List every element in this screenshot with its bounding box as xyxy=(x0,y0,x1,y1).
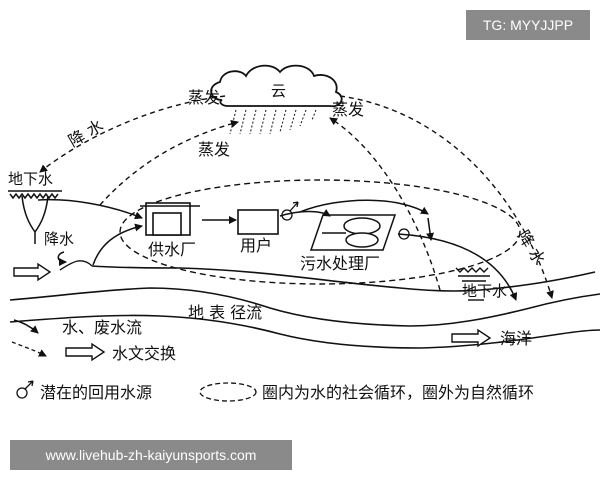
groundwater-left-label: 地下水 xyxy=(8,170,54,188)
rain-hatching xyxy=(229,109,317,135)
water-plant-icon xyxy=(140,202,200,236)
reuse-source-marker-1 xyxy=(281,201,299,221)
river-upper-bank xyxy=(9,287,600,327)
legend-wastewater-label: 水、废水流 xyxy=(62,318,143,337)
flow-arrows xyxy=(37,198,518,301)
groundwater-left-symbol xyxy=(8,190,62,244)
legend-hydro-exchange-label: 水文交换 xyxy=(112,344,177,363)
cloud-shape xyxy=(210,64,343,108)
legend-reuse-symbol xyxy=(16,380,34,399)
surface-runoff-label: 地 表 径流 xyxy=(188,303,263,322)
user-box xyxy=(237,209,279,235)
evap-left-arc xyxy=(99,119,239,206)
legend-wastewater-symbol xyxy=(13,319,39,334)
groundwater-right-label: 地下水 xyxy=(462,282,508,300)
hydro-exchange-arrow-left xyxy=(13,262,52,282)
left-slope-line xyxy=(59,260,93,271)
sewage-plant-label: 污水处理厂 xyxy=(300,254,381,273)
evap-top-right-label: 蒸发 xyxy=(332,100,365,119)
sewage-plant-icon xyxy=(309,214,397,251)
legend-dashed-symbol xyxy=(11,341,47,357)
precip-right-arc xyxy=(339,95,554,299)
water-plant-label: 供水厂 xyxy=(148,240,197,259)
evap-right-arc xyxy=(329,117,441,291)
ground-surface xyxy=(91,265,596,292)
ocean-arrow xyxy=(451,328,492,348)
legend-dashed-ellipse xyxy=(199,382,257,402)
watermark-top-right: TG: MYYJJPP xyxy=(466,10,590,40)
legend-reuse-label: 潜在的回用水源 xyxy=(40,383,153,402)
cloud-label: 云 xyxy=(271,82,287,100)
watermark-bottom-left: www.livehub-zh-kaiyunsports.com xyxy=(10,440,292,470)
evap-bottom-label: 蒸发 xyxy=(198,140,231,159)
social-cycle-loop xyxy=(119,179,521,285)
evap-top-left-label: 蒸发 xyxy=(188,88,221,107)
groundwater-right-symbol xyxy=(455,267,490,301)
river-lower-bank xyxy=(9,314,600,349)
precip-left-arc xyxy=(39,95,226,173)
user-label: 用户 xyxy=(240,236,273,255)
legend-cycle-note: 圈内为水的社会循环，圈外为自然循环 xyxy=(262,383,535,402)
ocean-label: 海洋 xyxy=(500,329,533,348)
legend-hollow-arrow-symbol xyxy=(65,342,106,362)
precip-small-label: 降水 xyxy=(44,230,75,248)
